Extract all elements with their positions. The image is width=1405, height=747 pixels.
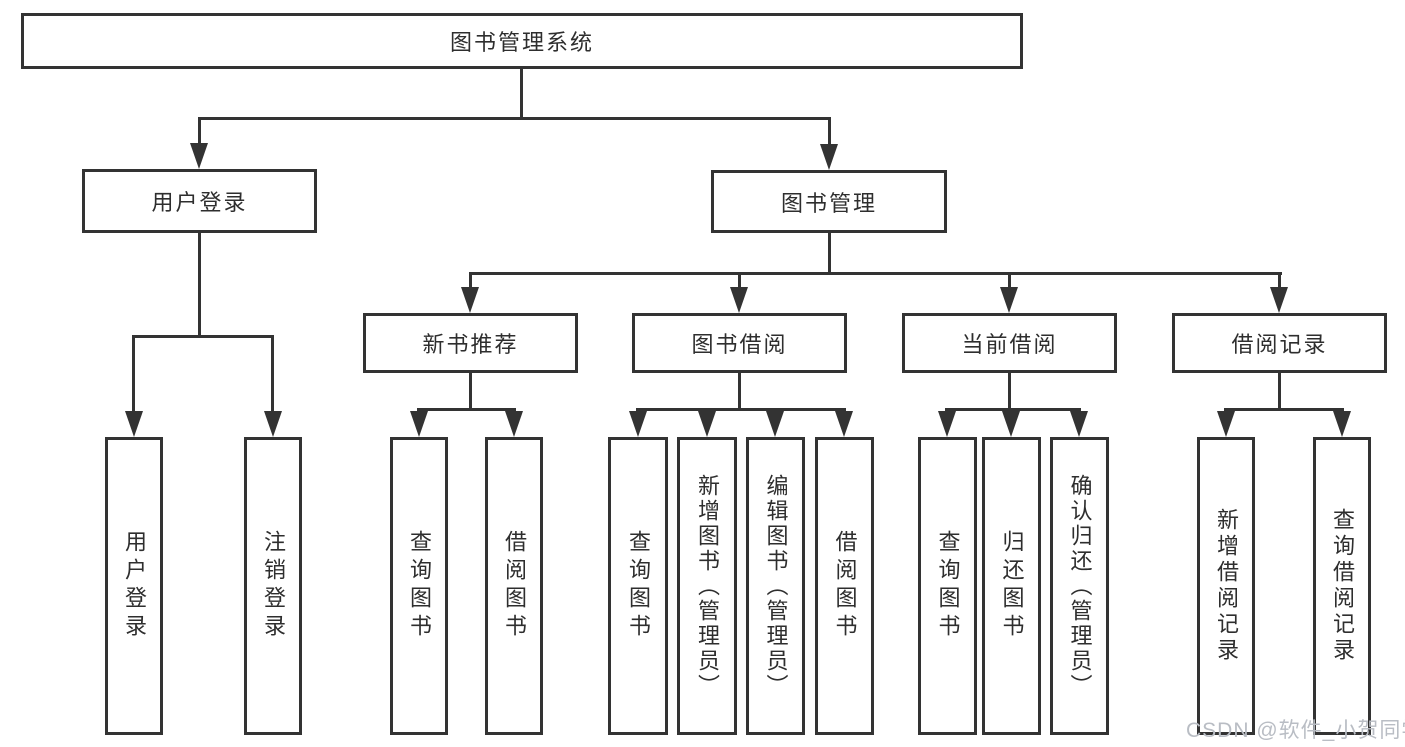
node-root: 图书管理系统 (21, 13, 1023, 69)
arrowhead-icon (1070, 411, 1088, 437)
leaf-add-borrow-record: 新增借阅记录 (1197, 437, 1255, 735)
arrowhead-icon (730, 287, 748, 313)
connector-line (417, 408, 516, 411)
node-new-book-recommend-label: 新书推荐 (422, 332, 519, 357)
node-book-borrow: 图书借阅 (632, 313, 847, 373)
node-user-login: 用户登录 (82, 169, 317, 233)
leaf-borrow-book-1: 借阅图书 (485, 437, 543, 735)
leaf-user-login-label: 用户登录 (122, 530, 147, 642)
connector-line (738, 373, 741, 408)
connector-line (469, 272, 472, 289)
connector-line (271, 335, 274, 413)
leaf-query-book-1: 查询图书 (390, 437, 448, 735)
arrowhead-icon (1000, 287, 1018, 313)
leaf-add-book-admin: 新增图书（管理员） (677, 437, 737, 735)
connector-line (828, 117, 831, 146)
leaf-query-book-1-label: 查询图书 (407, 530, 432, 642)
connector-line (636, 408, 846, 411)
connector-line (1008, 272, 1011, 289)
leaf-add-book-admin-label: 新增图书（管理员） (695, 473, 720, 699)
leaf-borrow-book-2-label: 借阅图书 (832, 530, 858, 642)
arrowhead-icon (410, 411, 428, 437)
leaf-query-borrow-record: 查询借阅记录 (1313, 437, 1371, 735)
leaf-logout: 注销登录 (244, 437, 302, 735)
arrowhead-icon (629, 411, 647, 437)
connector-line (520, 69, 523, 117)
connector-line (132, 335, 274, 338)
leaf-borrow-book-2: 借阅图书 (815, 437, 874, 735)
node-current-borrow-label: 当前借阅 (961, 332, 1058, 357)
connector-line (198, 117, 831, 120)
connector-line (198, 233, 201, 335)
node-user-login-label: 用户登录 (151, 190, 248, 215)
node-book-management-label: 图书管理 (780, 190, 877, 216)
arrowhead-icon (190, 143, 208, 169)
connector-line (828, 233, 831, 272)
leaf-borrow-book-1-label: 借阅图书 (502, 530, 527, 642)
csdn-watermark: CSDN @软件_小贺同学 (1186, 719, 1405, 742)
connector-line (1224, 408, 1344, 411)
leaf-query-book-3: 查询图书 (918, 437, 977, 735)
arrowhead-icon (820, 144, 838, 170)
arrowhead-icon (698, 411, 716, 437)
arrowhead-icon (1217, 411, 1235, 437)
connector-line (469, 272, 1282, 275)
arrowhead-icon (461, 287, 479, 313)
leaf-user-login: 用户登录 (105, 437, 163, 735)
arrowhead-icon (766, 411, 784, 437)
node-new-book-recommend: 新书推荐 (363, 313, 578, 373)
arrowhead-icon (125, 411, 143, 437)
leaf-edit-book-admin-label: 编辑图书（管理员） (763, 473, 789, 699)
node-book-borrow-label: 图书借阅 (691, 332, 788, 357)
leaf-query-borrow-record-label: 查询借阅记录 (1330, 508, 1355, 664)
node-borrow-record: 借阅记录 (1172, 313, 1387, 373)
connector-line (1278, 272, 1281, 289)
arrowhead-icon (1270, 287, 1288, 313)
connector-line (738, 272, 741, 289)
connector-line (945, 408, 1081, 411)
leaf-logout-label: 注销登录 (261, 530, 286, 642)
connector-line (469, 373, 472, 408)
connector-line (1008, 373, 1011, 408)
leaf-edit-book-admin: 编辑图书（管理员） (746, 437, 805, 735)
arrowhead-icon (1002, 411, 1020, 437)
arrowhead-icon (938, 411, 956, 437)
leaf-return-book: 归还图书 (982, 437, 1041, 735)
arrowhead-icon (264, 411, 282, 437)
leaf-return-book-label: 归还图书 (999, 530, 1025, 642)
node-current-borrow: 当前借阅 (902, 313, 1117, 373)
leaf-confirm-return-admin-label: 确认归还（管理员） (1067, 473, 1093, 699)
arrowhead-icon (1333, 411, 1351, 437)
connector-line (132, 335, 135, 413)
leaf-add-borrow-record-label: 新增借阅记录 (1214, 508, 1239, 664)
leaf-query-book-2-label: 查询图书 (626, 530, 651, 642)
arrowhead-icon (835, 411, 853, 437)
leaf-confirm-return-admin: 确认归还（管理员） (1050, 437, 1109, 735)
connector-line (198, 117, 201, 145)
arrowhead-icon (505, 411, 523, 437)
node-root-label: 图书管理系统 (449, 30, 594, 55)
connector-line (1278, 373, 1281, 408)
leaf-query-book-3-label: 查询图书 (935, 530, 961, 642)
node-borrow-record-label: 借阅记录 (1231, 332, 1328, 357)
leaf-query-book-2: 查询图书 (608, 437, 668, 735)
node-book-management: 图书管理 (711, 170, 947, 233)
